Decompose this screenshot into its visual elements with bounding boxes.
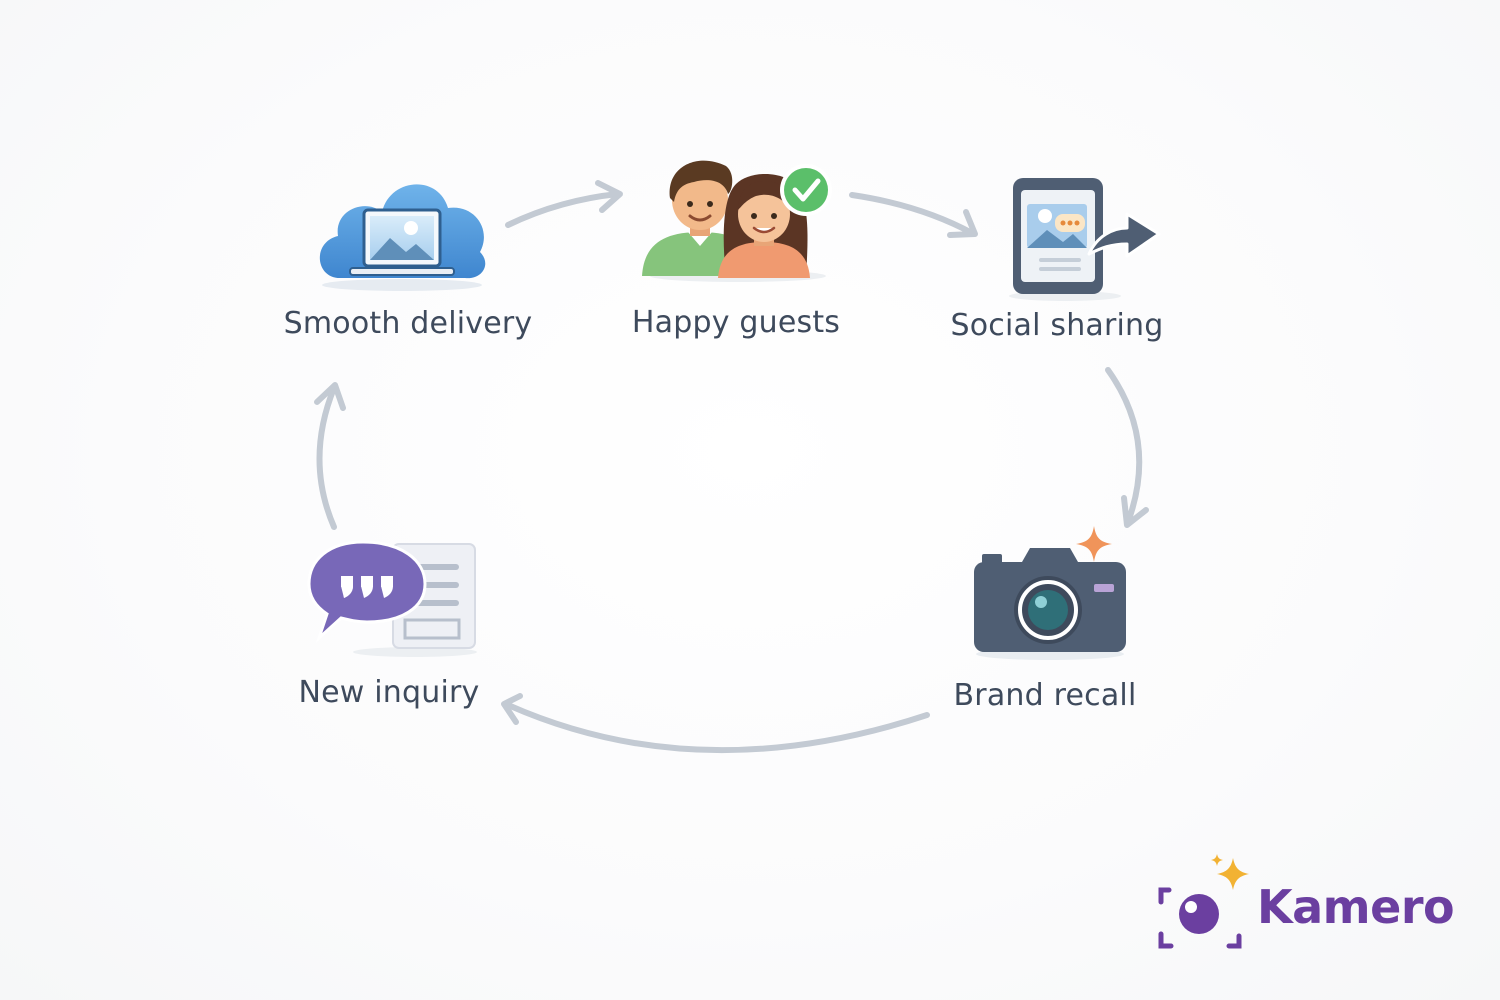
node-label-brand-recall: Brand recall [953, 678, 1137, 713]
tablet-share-icon [1009, 178, 1161, 301]
arrow-head-inquiry-to-delivery [314, 382, 346, 411]
node-label-social-sharing: Social sharing [950, 308, 1164, 343]
arrow-head-recall-to-inquiry [501, 693, 523, 725]
kamero-logo-icon [1158, 854, 1249, 949]
arrow-guests-to-sharing [849, 192, 975, 236]
arrow-head-delivery-to-guests [595, 180, 623, 213]
arrow-head-guests-to-sharing [947, 209, 978, 238]
arrow-head-sharing-to-recall [1121, 495, 1149, 528]
arrow-sharing-to-recall [1105, 367, 1143, 525]
brand-logo: Kamero [1155, 852, 1475, 962]
arrow-inquiry-to-delivery [316, 385, 337, 530]
camera-sparkle-icon [974, 526, 1126, 660]
node-label-new-inquiry: New inquiry [298, 675, 480, 710]
arrow-delivery-to-guests [505, 191, 621, 228]
people-check-icon [642, 160, 832, 282]
node-label-smooth-delivery: Smooth delivery [283, 306, 533, 341]
chat-document-icon [307, 540, 477, 657]
brand-name: Kamero [1257, 880, 1455, 934]
arrow-recall-to-inquiry [505, 702, 930, 754]
node-label-happy-guests: Happy guests [631, 305, 841, 340]
cloud-laptop-icon [319, 184, 486, 291]
